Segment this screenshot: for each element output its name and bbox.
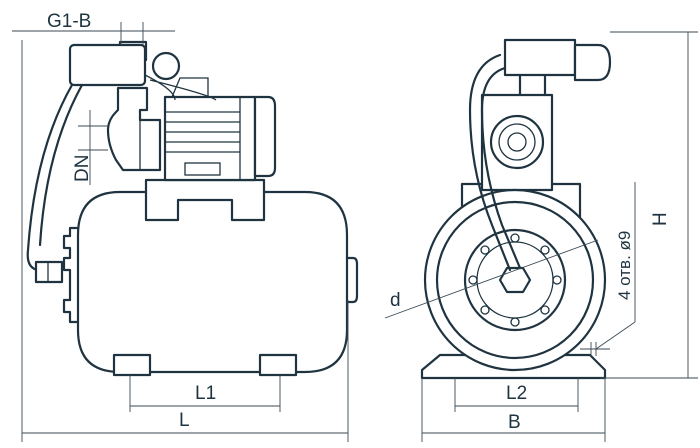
label-g1b: G1-B [47,11,91,32]
motor-fins [165,77,241,180]
hose-front-inner-edge [480,66,522,270]
label-l1: L1 [195,383,216,404]
label-holes: 4 отв. ø9 [615,231,634,300]
gauge-front [573,43,612,82]
label-l: L [179,410,190,431]
label-dn: DN [72,155,93,182]
pressure-switch [68,43,147,87]
tank-body [76,190,349,374]
hose-inner-edge [38,83,84,247]
pump-inlet [507,132,527,152]
label-d: d [390,290,401,311]
label-b: B [508,412,521,433]
pressure-switch-front [503,38,577,77]
pump-body-front [480,93,554,192]
tank-flange [62,226,80,324]
front-view [420,38,612,380]
bolt-holes [468,233,562,327]
hose-front [468,53,512,272]
switch-connector [118,40,148,62]
hose [26,83,74,272]
motor-fan-cover [253,95,277,178]
pressure-gauge [151,51,181,81]
tank-end-cap [345,256,359,304]
label-l2: L2 [506,383,527,404]
dimensions-side [12,22,349,442]
cable [144,74,217,101]
side-view [26,40,359,377]
tank-flange-front [463,228,567,332]
tank-foot-left [112,353,152,377]
pump-volute-inner [498,123,536,161]
label-h: H [650,212,671,226]
outlet-hex [498,266,532,294]
pump-volute [489,114,545,170]
dimensions-front [384,31,698,442]
pump-head [106,86,162,172]
tank-foot-right [258,353,298,377]
tank-rim [435,200,595,360]
pump-bracket [144,178,266,222]
hose-fitting [34,260,64,284]
motor [163,95,257,182]
tank-front [423,188,607,372]
switch-mount [518,73,547,97]
